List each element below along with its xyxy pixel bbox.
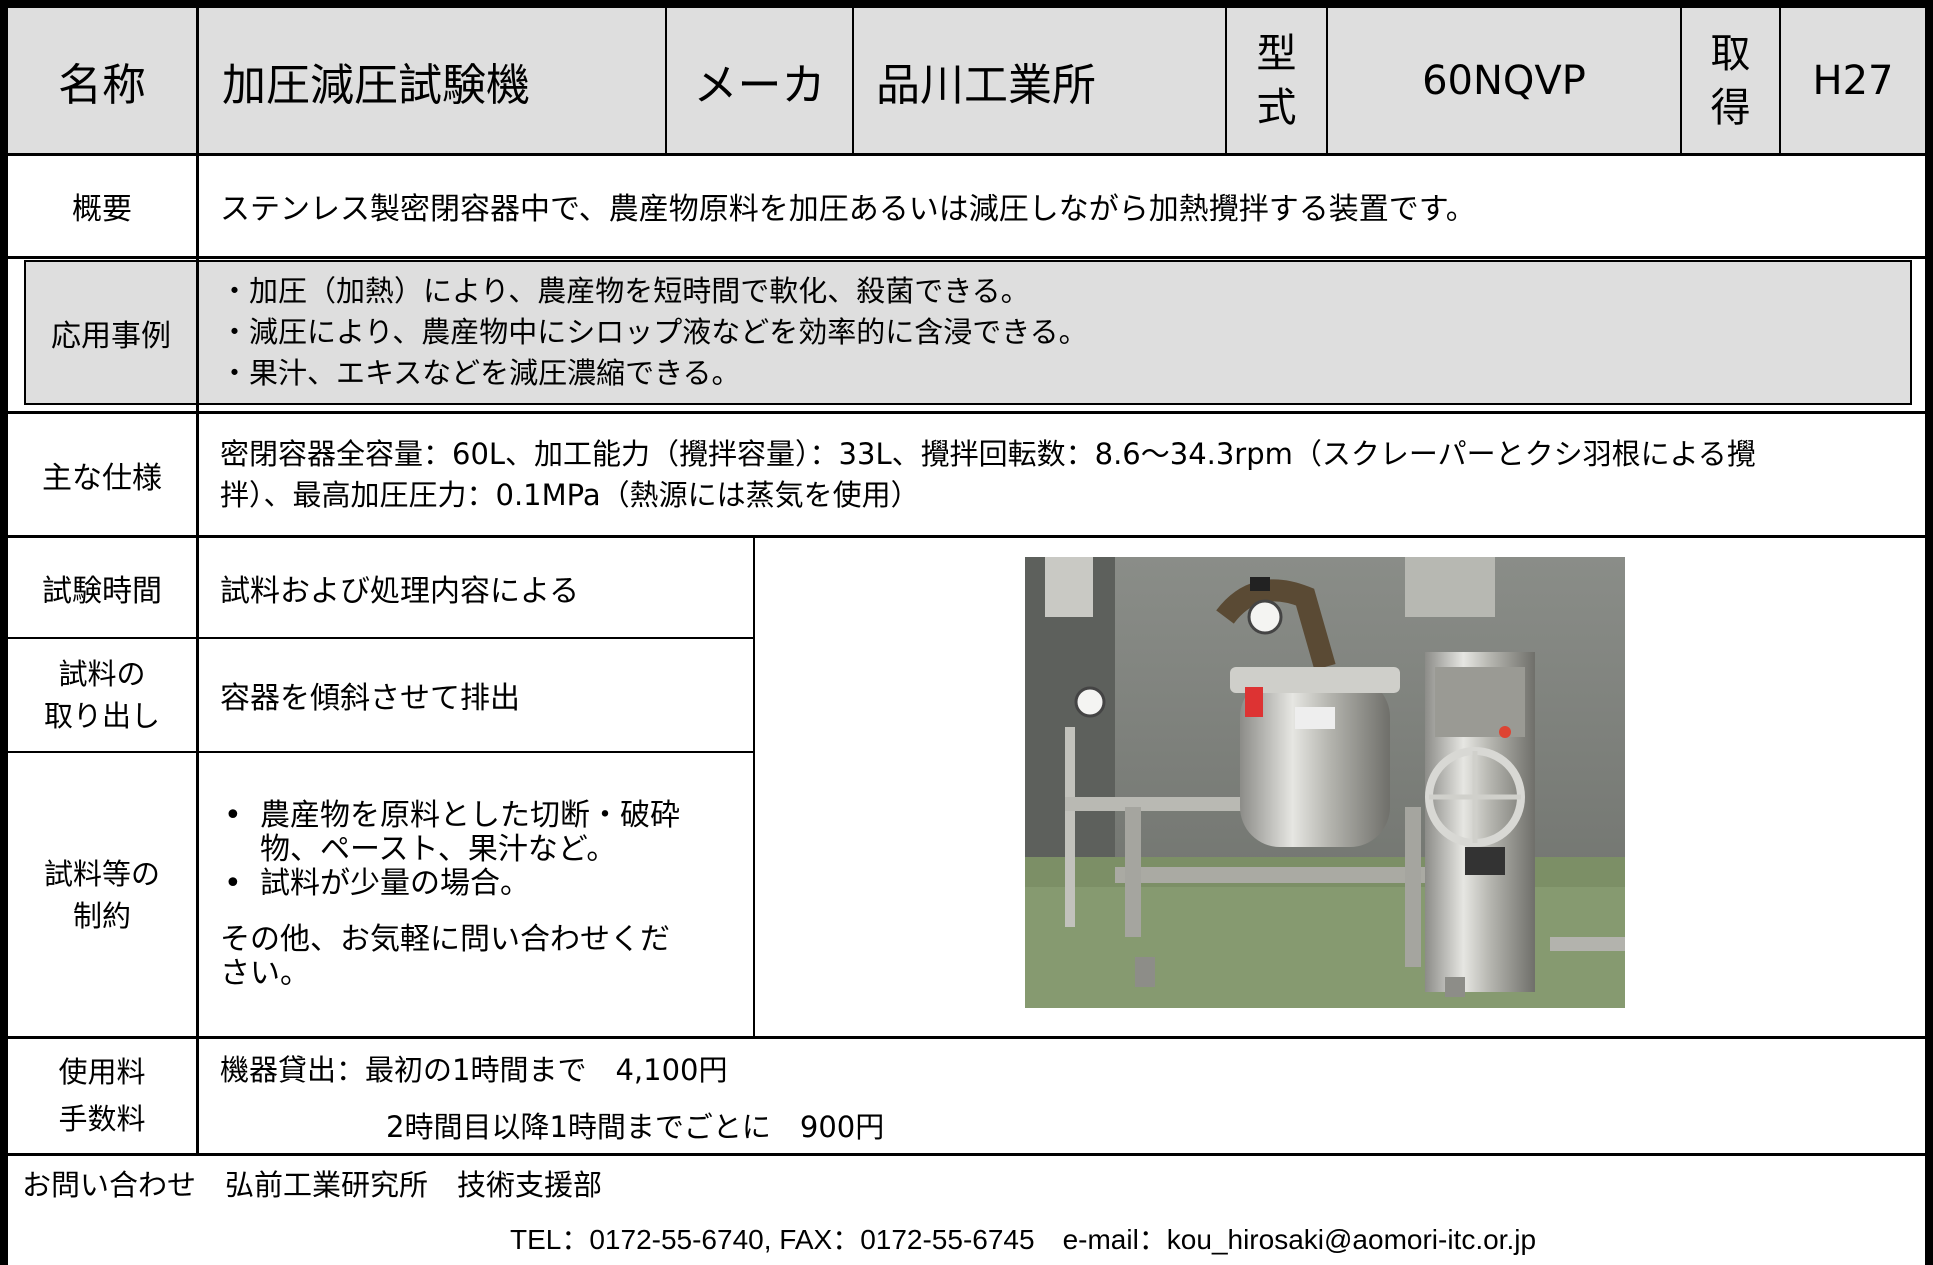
contact-line-1: お問い合わせ 弘前工業研究所 技術支援部 [22, 1168, 603, 1202]
sample-removal-label-line: 取り出し [43, 699, 160, 733]
application-item: ・果汁、エキスなどを減圧濃縮できる。 [220, 356, 741, 390]
model-label-top: 型 [1256, 30, 1297, 77]
rule [0, 1153, 1933, 1156]
fees-line-2: 2時間目以降1時間までごとに 900円 [386, 1109, 885, 1144]
rule [1779, 0, 1781, 153]
restriction-line: 物、ペースト、果汁など。 [260, 831, 617, 867]
restrictions-note-line: さい。 [220, 955, 310, 991]
applications-label: 応用事例 [51, 318, 171, 354]
application-band [26, 260, 1911, 405]
rule [0, 637, 754, 639]
specs-line: 密閉容器全容量：60L、加工能力（攪拌容量）：33L、攪拌回転数：8.6～34.… [220, 436, 1756, 471]
rule [665, 0, 667, 153]
specs-label: 主な仕様 [42, 460, 162, 496]
fees-line-1: 機器貸出：最初の1時間まで 4,100円 [220, 1052, 728, 1087]
rule [852, 0, 854, 153]
contact-line-2: TEL：0172-55-6740, FAX：0172-55-6745 e-mai… [510, 1223, 1537, 1255]
header-band [0, 0, 1933, 153]
model-number: 60NQVP [1422, 57, 1586, 104]
rule [1225, 0, 1227, 153]
specs-text: 密閉容器全容量：60L、加工能力（攪拌容量）：33L、攪拌回転数：8.6～34.… [220, 414, 1920, 535]
rule [24, 260, 1912, 262]
model-label-bottom: 式 [1256, 84, 1297, 131]
acquired-label: 取 得 [1682, 8, 1779, 153]
application-item: ・減圧により、農産物中にシロップ液などを効率的に含浸できる。 [220, 315, 1088, 349]
overview-label: 概要 [72, 192, 132, 227]
sample-removal-value: 容器を傾斜させて排出 [220, 681, 520, 716]
rule [1680, 0, 1682, 153]
rule [0, 1036, 1933, 1039]
test-time-label: 試験時間 [42, 573, 162, 609]
name-label: 名称 [58, 59, 146, 111]
restrictions-note-line: その他、お気軽に問い合わせくだ [220, 921, 670, 957]
fees-label-line: 使用料 [58, 1055, 146, 1089]
rule [0, 535, 1933, 538]
restriction-item: 試料が少量の場合。 [224, 866, 680, 901]
rule [24, 403, 1912, 405]
maker-label: メーカ [693, 59, 826, 111]
restriction-line: 農産物を原料とした切断・破砕 [260, 797, 680, 833]
restrictions-content: 農産物を原料とした切断・破砕 物、ペースト、果汁など。 試料が少量の場合。 その… [220, 753, 750, 1036]
equipment-photo [1025, 557, 1625, 1008]
rule [0, 256, 1933, 259]
rule [1326, 0, 1328, 153]
rule [0, 411, 1933, 414]
fees-label: 使用料 手数料 [8, 1039, 196, 1153]
restriction-item: 農産物を原料とした切断・破砕 物、ペースト、果汁など。 [224, 797, 680, 867]
restrictions-label-line: 試料等の [43, 856, 160, 891]
restrictions-label: 試料等の 制約 [8, 753, 196, 1036]
acquired-year: H27 [1812, 57, 1894, 104]
rule [24, 260, 26, 405]
test-time-value: 試料および処理内容による [220, 573, 580, 609]
restrictions-label-line: 制約 [72, 898, 131, 933]
rule [196, 0, 199, 1153]
rule [0, 153, 1933, 156]
application-item: ・加圧（加熱）により、農産物を短時間で軟化、殺菌できる。 [220, 274, 1030, 308]
restrictions-list: 農産物を原料とした切断・破砕 物、ペースト、果汁など。 試料が少量の場合。 [220, 797, 680, 901]
sample-removal-label-line: 試料の [58, 657, 146, 691]
acquired-label-top: 取 [1710, 30, 1751, 77]
applications-list: ・加圧（加熱）により、農産物を短時間で軟化、殺菌できる。 ・減圧により、農産物中… [220, 262, 1900, 403]
equipment-name: 加圧減圧試験機 [222, 59, 530, 111]
maker-name: 品川工業所 [876, 59, 1096, 111]
sample-removal-label: 試料の 取り出し [8, 639, 196, 751]
acquired-label-bottom: 得 [1710, 84, 1751, 131]
model-label: 型 式 [1227, 8, 1326, 153]
specs-line: 拌）、最高加圧圧力：0.1MPa（熱源には蒸気を使用） [220, 477, 920, 512]
overview-text: ステンレス製密閉容器中で、農産物原料を加圧あるいは減圧しながら加熱攪拌する装置で… [220, 192, 1476, 227]
rule [1910, 260, 1912, 405]
rule [753, 535, 755, 1036]
rule [0, 751, 754, 753]
fees-label-line: 手数料 [58, 1102, 146, 1136]
equipment-photo-illustration [1025, 557, 1625, 1008]
